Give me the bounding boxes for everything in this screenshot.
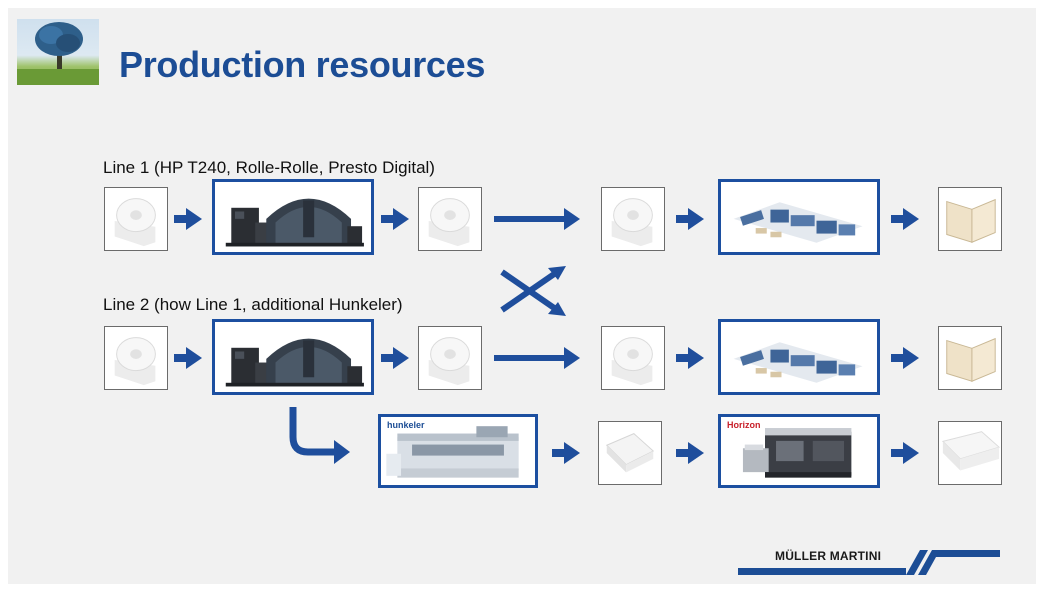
horizon-brand-text: Horizon (727, 420, 761, 430)
paper-stack-image (598, 421, 662, 485)
arrow-right-icon (381, 207, 411, 231)
hunkeler-unwinder-image: hunkeler (378, 414, 538, 488)
horizon-binder-image: Horizon (718, 414, 880, 488)
arrow-right-icon (174, 207, 204, 231)
arrow-right-icon (381, 346, 411, 370)
hp-t240-press-image (212, 179, 374, 255)
arrow-right-icon (891, 441, 921, 465)
booklet-image (938, 187, 1002, 251)
presto-digital-stitcher-image (718, 179, 880, 255)
arrow-right-icon (174, 346, 204, 370)
arrow-right-icon (552, 441, 582, 465)
hunkeler-brand-text: hunkeler (387, 420, 425, 430)
paper-roll-image (418, 187, 482, 251)
bound-book-image (938, 421, 1002, 485)
branch-arrow-icon (286, 407, 354, 467)
arrow-right-icon (676, 346, 706, 370)
logo-text: MÜLLER MARTINI (775, 549, 882, 563)
booklet-image (938, 326, 1002, 390)
slide: Production resources Line 1 (HP T240, Ro… (8, 8, 1036, 584)
page-title: Production resources (119, 44, 486, 85)
paper-roll-image (104, 187, 168, 251)
paper-roll-image (601, 326, 665, 390)
presto-digital-stitcher-image (718, 319, 880, 395)
long-arrow-right-icon (494, 207, 582, 231)
crossing-arrows-icon (496, 260, 580, 322)
long-arrow-right-icon (494, 346, 582, 370)
arrow-right-icon (891, 346, 921, 370)
hp-t240-press-image (212, 319, 374, 395)
paper-roll-image (601, 187, 665, 251)
arrow-right-icon (676, 441, 706, 465)
tree-landscape-icon (17, 19, 99, 85)
line2-label: Line 2 (how Line 1, additional Hunkeler) (103, 295, 403, 314)
arrow-right-icon (676, 207, 706, 231)
arrow-right-icon (891, 207, 921, 231)
muller-martini-logo: MÜLLER MARTINI (738, 544, 1006, 586)
paper-roll-image (418, 326, 482, 390)
line1-label: Line 1 (HP T240, Rolle-Rolle, Presto Dig… (103, 158, 435, 177)
paper-roll-image (104, 326, 168, 390)
